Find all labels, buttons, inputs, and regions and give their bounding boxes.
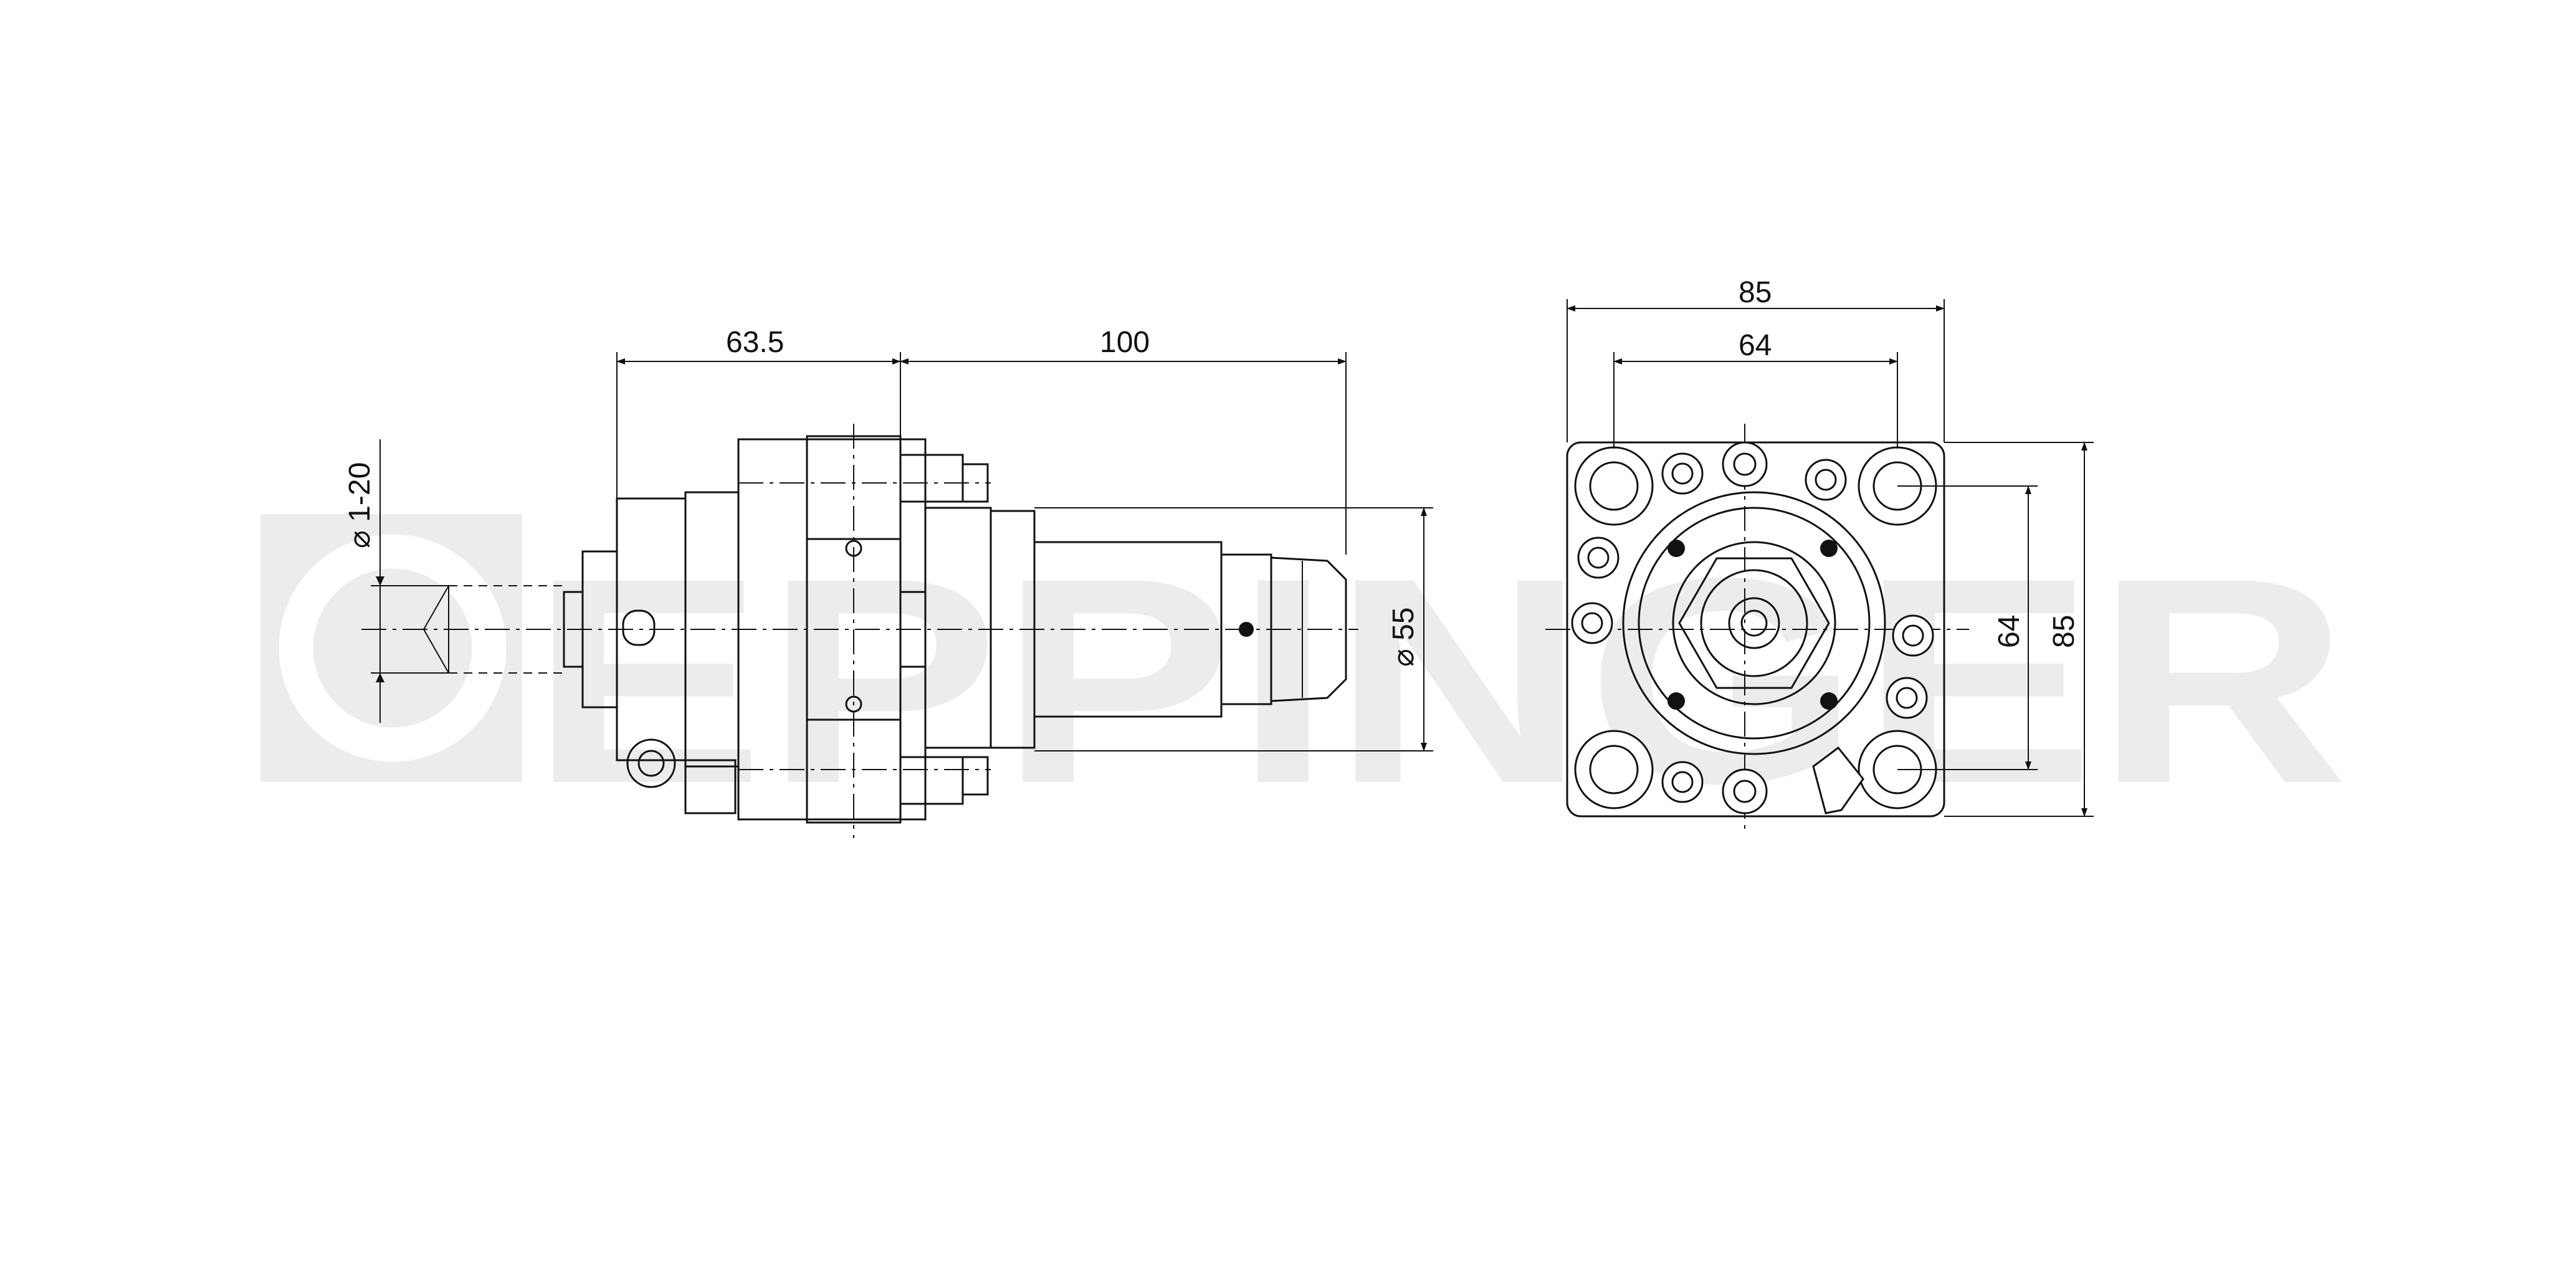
spindle-ring: [1638, 507, 1871, 740]
spindle-collar: [1672, 541, 1836, 705]
coolant-fitting: [684, 759, 737, 814]
lug-bottom-tip: [961, 756, 989, 796]
coolant-nozzle: [1812, 746, 1864, 814]
nut-hexagon: [1678, 557, 1830, 689]
lug-top: [899, 454, 964, 503]
dim-bolt-width: 64: [1739, 329, 1772, 362]
housing-screw-bottom: [845, 695, 862, 713]
shank-tip: [1270, 556, 1347, 702]
dim-outer-width: 85: [1739, 276, 1772, 309]
watermark-brand-text: EPPINGER: [530, 517, 2349, 844]
collet-core: [1740, 609, 1768, 637]
collet-bore: [1728, 597, 1780, 649]
corner-bolt-bl: [1574, 730, 1654, 809]
coolant-port-inner: [637, 750, 665, 777]
dim-length-front: 63.5: [726, 326, 784, 359]
collet-nose: [563, 591, 584, 668]
dim-length-shank: 100: [1100, 326, 1150, 359]
coolant-port: [626, 738, 676, 788]
tool-phantom-tip: [422, 585, 449, 674]
dim-bolt-height: 64: [1993, 615, 2026, 648]
nut-inner: [1700, 569, 1808, 677]
lug-top-tip: [961, 463, 989, 503]
watermark-logo-ring: [279, 534, 507, 762]
dim-outer-height: 85: [2048, 615, 2081, 648]
front-pin: [622, 609, 656, 646]
spindle-outer: [1622, 491, 1886, 755]
dim-collet-range: ⌀ 1-20: [343, 462, 376, 548]
shank-center-dot: [1239, 622, 1254, 637]
brand-watermark: EPPINGER: [260, 514, 2349, 844]
side-view: 63.5 100 ⌀ 55 ⌀ 1-20: [343, 326, 1433, 838]
front-view: 85 64 64 85: [1545, 276, 2094, 835]
dim-shank-diameter: ⌀ 55: [1387, 607, 1420, 667]
peripheral-bolts: [1571, 441, 1934, 814]
housing-screw-top: [845, 540, 862, 557]
corner-bolt-tl: [1574, 446, 1654, 526]
